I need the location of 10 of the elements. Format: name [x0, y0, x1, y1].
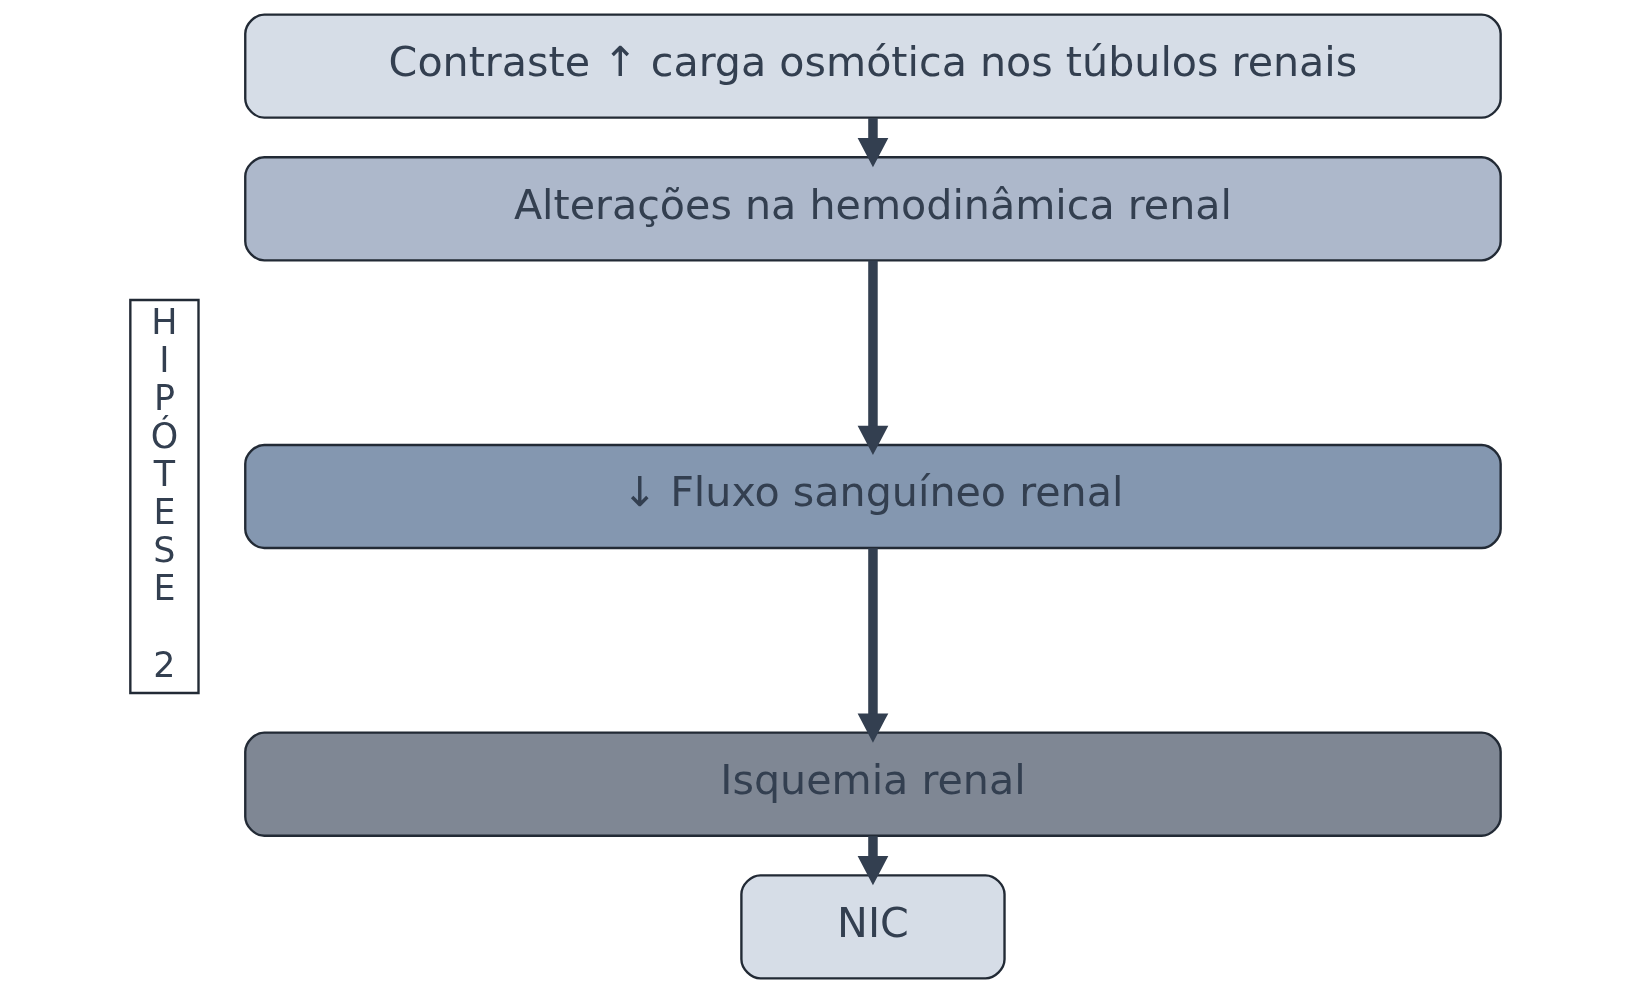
arrow: [857, 260, 889, 455]
node-box: Alterações na hemodinâmica renal: [244, 156, 1502, 262]
node-box: ↓ Fluxo sanguíneo renal: [244, 443, 1502, 550]
node-box: Contraste ↑ carga osmótica nos túbulos renais: [244, 13, 1502, 119]
arrow: [857, 836, 889, 886]
node-box: NIC: [740, 874, 1006, 980]
arrow: [857, 118, 889, 168]
node-box: HIPÓTESE 2: [129, 298, 200, 695]
arrow: [857, 548, 889, 743]
node-box: Isquemia renal: [244, 731, 1502, 837]
